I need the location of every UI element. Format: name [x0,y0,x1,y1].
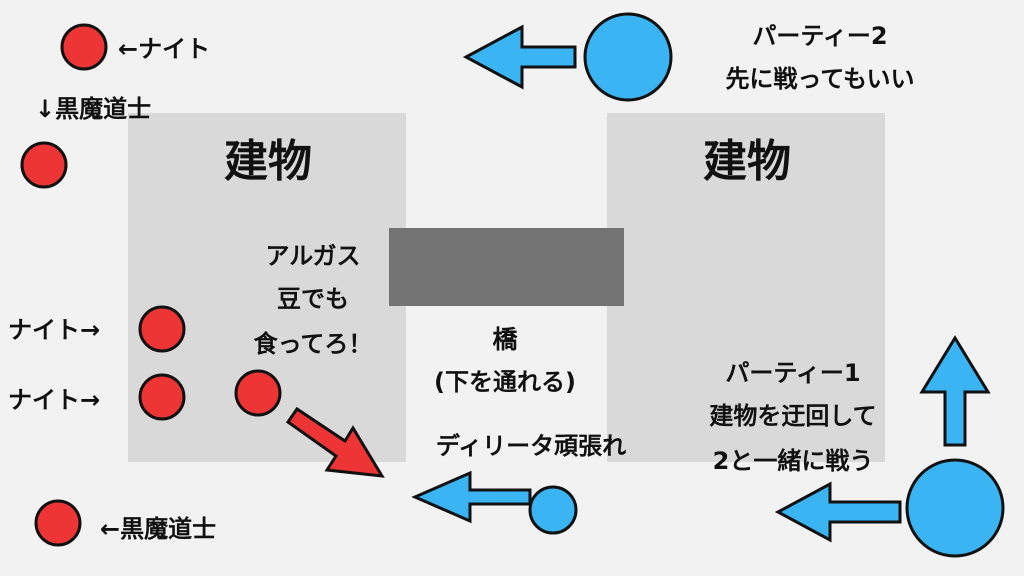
enemy-knight-mid1 [138,305,186,353]
building-left-label: 建物 [224,136,312,187]
party2-arrow-icon [462,24,577,90]
label-knight-top: ←ナイト [118,35,210,63]
label-black-mage-top: ↓黒魔道士 [35,95,151,123]
enemy-knight-mid2 [138,373,186,421]
enemy-algus [234,369,282,417]
enemy-black-mage-bottom [34,499,82,547]
label-knight-mid2: ナイト→ [8,386,100,414]
bridge-sublabel: (下を通れる) [434,368,576,396]
algus-arrow-icon [285,406,385,478]
algus-line1: アルガス [265,242,360,270]
party1-left-arrow-icon [774,481,902,543]
algus-line3: 食ってろ！ [254,330,373,358]
party1-line1: パーティー1 [725,359,860,387]
label-black-mage-bottom: ←黒魔道士 [100,515,216,543]
enemy-knight-top [60,23,108,71]
party1-line3: 2と一緒に戦う [713,447,874,475]
party1-marker [905,458,1005,558]
delita-label: ディリータ頑張れ [436,432,626,460]
party2-line1: パーティー2 [752,22,887,50]
label-knight-mid1: ナイト→ [8,316,100,344]
algus-line2: 豆でも [277,285,349,313]
bridge-label: 橋 [492,325,518,354]
party2-marker [583,12,673,102]
enemy-black-mage-top [20,141,68,189]
party1-line2: 建物を迂回して [709,402,876,430]
delita-marker [528,485,578,535]
building-right-label: 建物 [703,136,791,187]
building-right [607,113,885,462]
bridge [389,228,624,306]
party2-line2: 先に戦ってもいい [725,65,914,93]
party1-up-arrow-icon [919,335,991,447]
delita-arrow-icon [411,470,532,524]
